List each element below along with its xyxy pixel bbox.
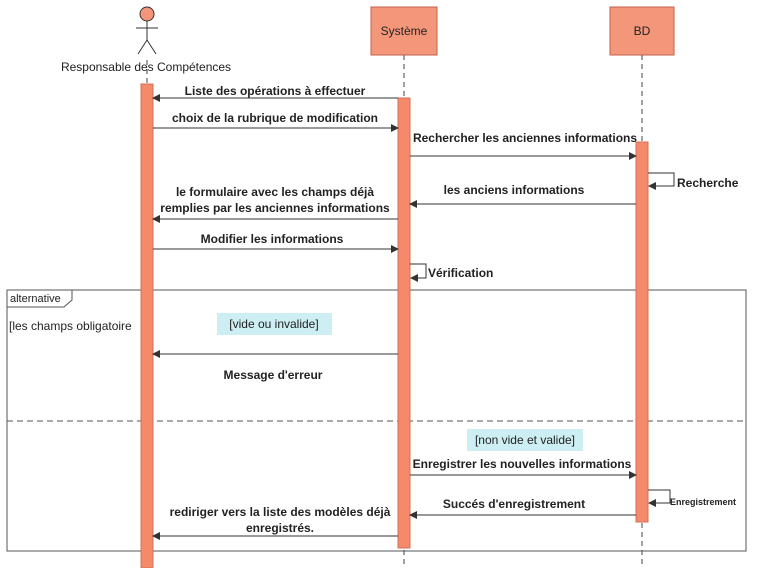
alt-operator-tab bbox=[6, 289, 73, 308]
msg-label-13b: enregistrés. bbox=[246, 521, 314, 535]
db-box bbox=[609, 6, 675, 56]
msg-label-10: Enregistrer les nouvelles informations bbox=[413, 457, 632, 471]
msg-label-11: Enregistrement bbox=[670, 497, 736, 507]
msg-label-6a: le formulaire avec les champs déjà bbox=[176, 185, 374, 199]
actor-activation bbox=[140, 83, 154, 568]
guard2-box bbox=[467, 429, 583, 451]
msg-label-7: Modifier les informations bbox=[201, 232, 344, 246]
msg-label-9: Message d'erreur bbox=[224, 368, 323, 382]
alt-condition: [les champs obligatoire bbox=[9, 319, 132, 333]
msg-label-6b: remplies par les anciennes informations bbox=[160, 201, 390, 215]
actor-label: Responsable des Compétences bbox=[61, 60, 231, 74]
guard1-box bbox=[217, 313, 332, 335]
msg-arrow-11 bbox=[648, 489, 671, 507]
guard1-label: [vide ou invalide] bbox=[229, 317, 318, 331]
msg-arrow-8 bbox=[410, 263, 427, 282]
msg-label-2: choix de la rubrique de modification bbox=[172, 111, 378, 125]
msg-label-8: Vérification bbox=[428, 266, 493, 280]
db-label: BD bbox=[634, 24, 651, 38]
msg-label-4: Recherche bbox=[677, 176, 739, 190]
msg-label-1: Liste des opérations à effectuer bbox=[185, 84, 366, 98]
msg-label-13a: rediriger vers la liste des modèles déjà bbox=[170, 505, 391, 519]
system-label: Système bbox=[381, 24, 428, 38]
alt-operator-label: alternative bbox=[10, 293, 61, 305]
system-box bbox=[370, 6, 438, 56]
system-activation bbox=[397, 97, 411, 549]
actor-figure bbox=[136, 6, 158, 55]
msg-label-5: les anciens informations bbox=[444, 183, 585, 197]
db-activation bbox=[635, 141, 649, 523]
msg-arrow-4 bbox=[648, 172, 675, 190]
msg-label-3: Rechercher les anciennes informations bbox=[413, 131, 637, 145]
msg-label-12: Succés d'enregistrement bbox=[443, 497, 585, 511]
guard2-label: [non vide et valide] bbox=[475, 433, 575, 447]
